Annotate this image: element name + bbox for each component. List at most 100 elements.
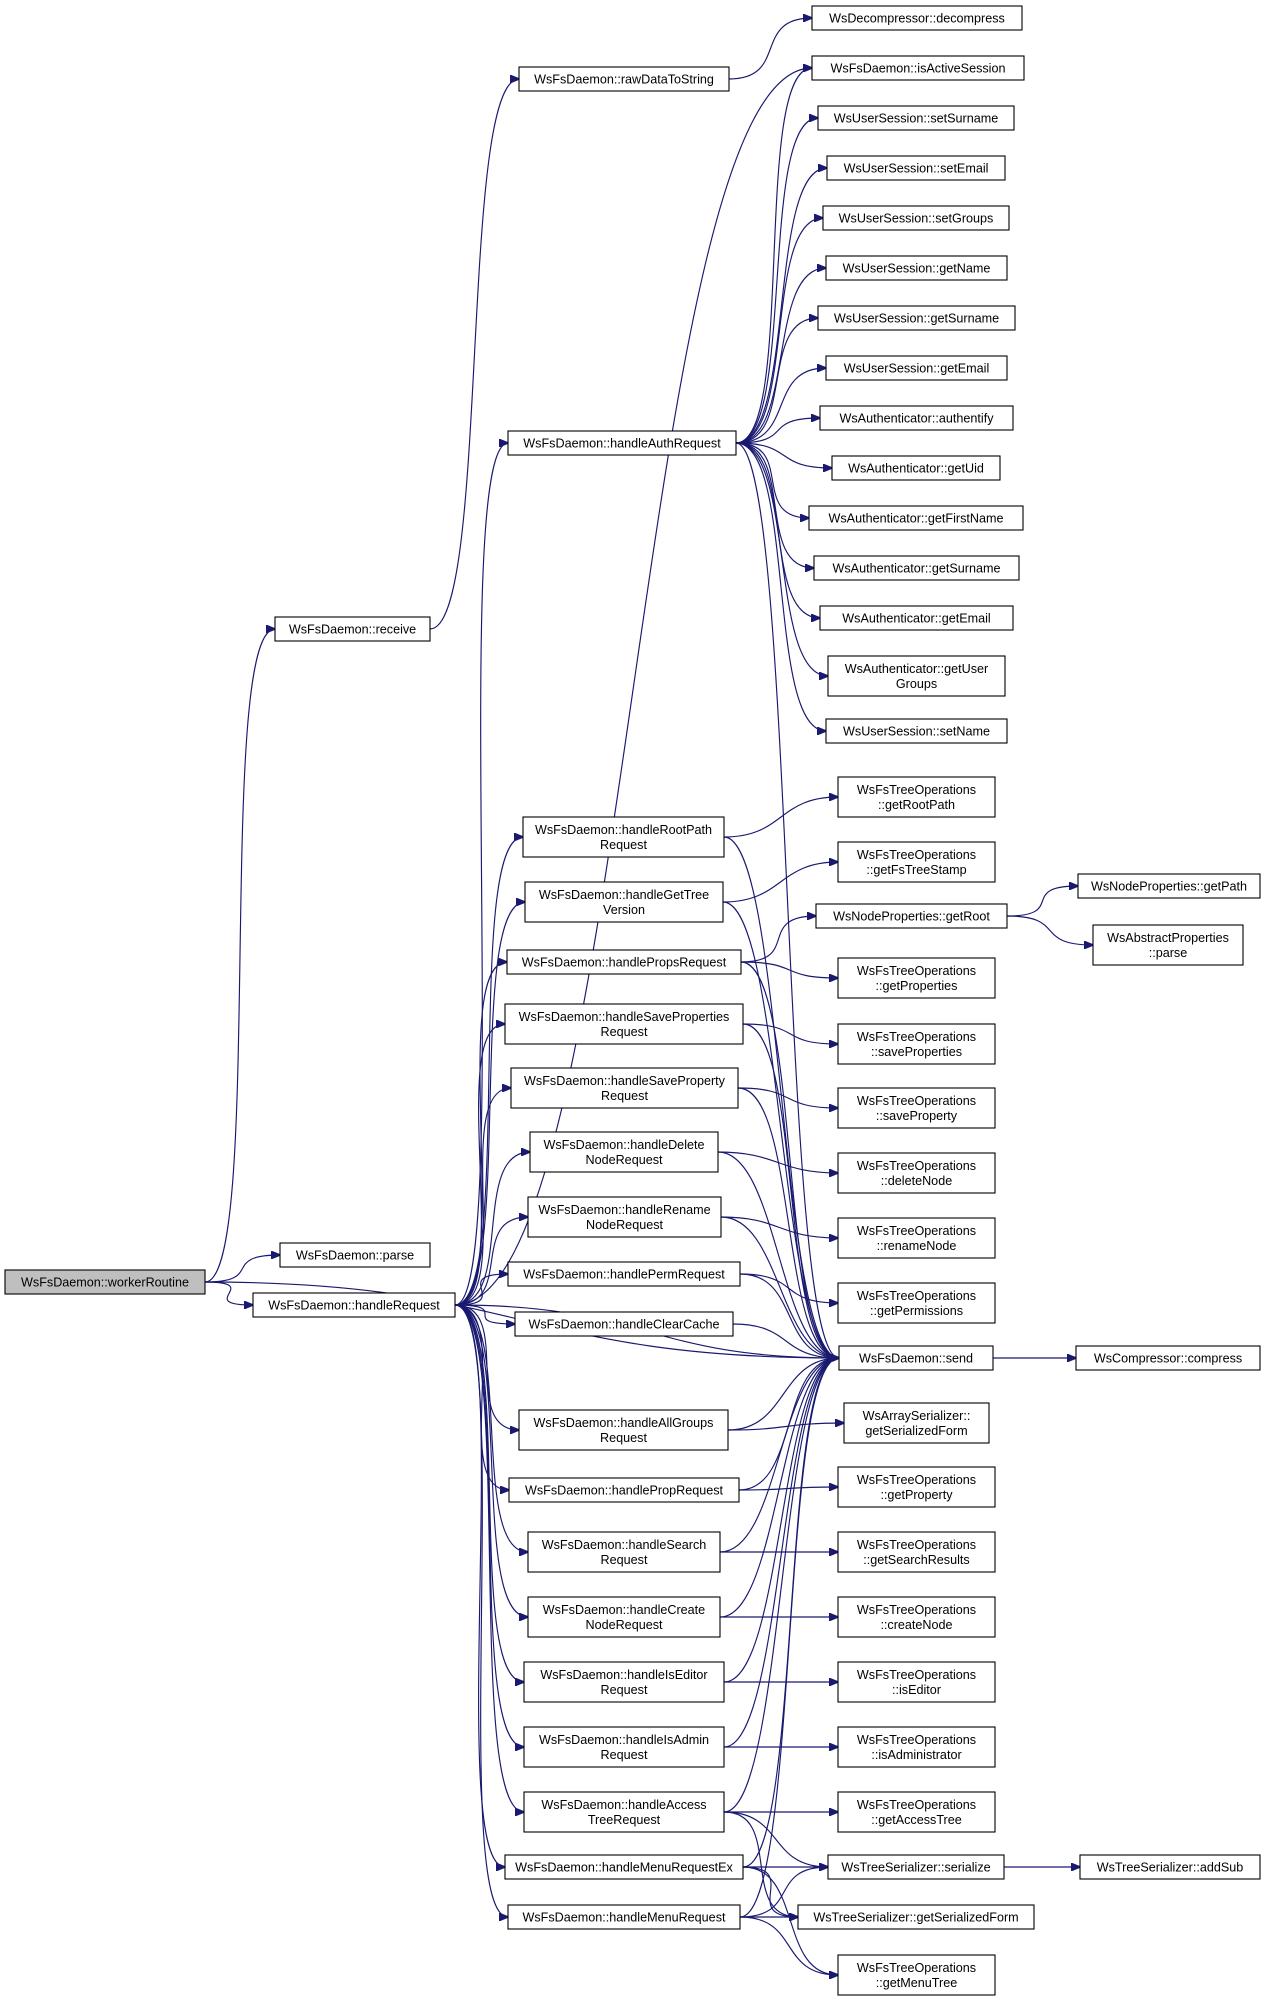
node-ts-serialize[interactable]: WsTreeSerializer::serialize bbox=[827, 1854, 1005, 1880]
node-to-is-administrator[interactable]: WsFsTreeOperations::isAdministrator bbox=[837, 1726, 996, 1768]
node-label: NodeRequest bbox=[586, 1218, 664, 1232]
node-label: WsUserSession::setEmail bbox=[844, 162, 989, 176]
node-np-get-root[interactable]: WsNodeProperties::getRoot bbox=[815, 903, 1008, 929]
edge-handle-is-admin-request-to-send bbox=[723, 1358, 839, 1748]
node-label: WsFsDaemon::workerRoutine bbox=[21, 1276, 189, 1290]
node-us-get-surname[interactable]: WsUserSession::getSurname bbox=[817, 305, 1016, 331]
node-us-set-email[interactable]: WsUserSession::setEmail bbox=[826, 155, 1006, 181]
node-label: WsFsTreeOperations bbox=[857, 1094, 976, 1108]
node-ap-parse[interactable]: WsAbstractProperties::parse bbox=[1092, 924, 1244, 966]
node-to-get-root-path[interactable]: WsFsTreeOperations::getRootPath bbox=[837, 776, 996, 818]
node-box bbox=[508, 1477, 740, 1503]
node-to-get-properties[interactable]: WsFsTreeOperations::getProperties bbox=[837, 957, 996, 999]
node-label: ::deleteNode bbox=[881, 1174, 952, 1188]
node-label: WsFsDaemon::handleClearCache bbox=[528, 1318, 719, 1332]
node-handle-prop-request[interactable]: WsFsDaemon::handlePropRequest bbox=[508, 1477, 740, 1503]
node-compress[interactable]: WsCompressor::compress bbox=[1075, 1345, 1261, 1371]
node-raw-data-to-string[interactable]: WsFsDaemon::rawDataToString bbox=[518, 66, 730, 92]
node-to-get-permissions[interactable]: WsFsTreeOperations::getPermissions bbox=[837, 1282, 996, 1324]
node-au-get-email[interactable]: WsAuthenticator::getEmail bbox=[819, 605, 1014, 631]
node-parse[interactable]: WsFsDaemon::parse bbox=[279, 1242, 431, 1268]
node-as-get-serialized-form[interactable]: WsArraySerializer::getSerializedForm bbox=[843, 1402, 990, 1444]
node-label: WsFsDaemon::handleIsAdmin bbox=[539, 1733, 709, 1747]
node-ts-add-sub[interactable]: WsTreeSerializer::addSub bbox=[1079, 1854, 1261, 1880]
node-us-set-groups[interactable]: WsUserSession::setGroups bbox=[822, 205, 1010, 231]
node-handle-clear-cache[interactable]: WsFsDaemon::handleClearCache bbox=[514, 1311, 734, 1337]
node-label: WsFsTreeOperations bbox=[857, 1668, 976, 1682]
edge-handle-save-property-request-to-send bbox=[737, 1087, 839, 1358]
node-handle-menu-request[interactable]: WsFsDaemon::handleMenuRequest bbox=[507, 1904, 741, 1930]
node-to-rename-node[interactable]: WsFsTreeOperations::renameNode bbox=[837, 1217, 996, 1259]
node-box bbox=[837, 1087, 996, 1129]
node-label: WsFsDaemon::handleAllGroups bbox=[534, 1416, 714, 1430]
node-box bbox=[837, 1661, 996, 1703]
edge-worker-routine-to-receive bbox=[204, 629, 275, 1283]
node-handle-request[interactable]: WsFsDaemon::handleRequest bbox=[252, 1292, 456, 1318]
node-handle-menu-request-ex[interactable]: WsFsDaemon::handleMenuRequestEx bbox=[504, 1854, 744, 1880]
node-box bbox=[510, 1067, 739, 1109]
node-np-get-path[interactable]: WsNodeProperties::getPath bbox=[1077, 873, 1261, 899]
node-to-get-fs-tree-stamp[interactable]: WsFsTreeOperations::getFsTreeStamp bbox=[837, 841, 996, 883]
node-label: WsFsDaemon::handleIsEditor bbox=[540, 1668, 707, 1682]
edge-handle-request-to-handle-save-properties-request bbox=[454, 1024, 505, 1306]
node-label: WsFsTreeOperations bbox=[857, 1030, 976, 1044]
node-decompress[interactable]: WsDecompressor::decompress bbox=[811, 5, 1023, 31]
node-to-is-editor[interactable]: WsFsTreeOperations::isEditor bbox=[837, 1661, 996, 1703]
node-worker-routine[interactable]: WsFsDaemon::workerRoutine bbox=[4, 1269, 206, 1295]
node-au-get-uid[interactable]: WsAuthenticator::getUid bbox=[831, 455, 1001, 481]
node-handle-perm-request[interactable]: WsFsDaemon::handlePermRequest bbox=[507, 1261, 741, 1287]
node-to-get-search-results[interactable]: WsFsTreeOperations::getSearchResults bbox=[837, 1531, 996, 1573]
edge-handle-menu-request-to-to-get-menu-tree bbox=[739, 1916, 838, 1975]
node-to-delete-node[interactable]: WsFsTreeOperations::deleteNode bbox=[837, 1152, 996, 1194]
node-box bbox=[817, 105, 1015, 131]
node-box bbox=[279, 1242, 431, 1268]
edge-handle-request-to-handle-clear-cache bbox=[454, 1304, 515, 1324]
node-box bbox=[813, 555, 1020, 581]
node-label: WsFsDaemon::parse bbox=[296, 1249, 414, 1263]
node-us-get-email[interactable]: WsUserSession::getEmail bbox=[825, 355, 1008, 381]
node-handle-auth-request[interactable]: WsFsDaemon::handleAuthRequest bbox=[507, 430, 737, 456]
node-box bbox=[811, 5, 1023, 31]
node-us-get-name[interactable]: WsUserSession::getName bbox=[825, 255, 1008, 281]
node-handle-props-request[interactable]: WsFsDaemon::handlePropsRequest bbox=[506, 949, 742, 975]
node-us-set-name[interactable]: WsUserSession::setName bbox=[825, 718, 1008, 744]
node-send[interactable]: WsFsDaemon::send bbox=[838, 1345, 994, 1371]
node-is-active-session[interactable]: WsFsDaemon::isActiveSession bbox=[811, 55, 1025, 81]
node-au-get-surname[interactable]: WsAuthenticator::getSurname bbox=[813, 555, 1020, 581]
node-label: ::saveProperties bbox=[871, 1045, 962, 1059]
node-us-set-surname[interactable]: WsUserSession::setSurname bbox=[817, 105, 1015, 131]
node-box bbox=[527, 1196, 722, 1238]
node-to-save-properties[interactable]: WsFsTreeOperations::saveProperties bbox=[837, 1023, 996, 1065]
node-au-get-first-name[interactable]: WsAuthenticator::getFirstName bbox=[808, 505, 1024, 531]
node-to-save-property[interactable]: WsFsTreeOperations::saveProperty bbox=[837, 1087, 996, 1129]
node-au-authentify[interactable]: WsAuthenticator::authentify bbox=[819, 405, 1014, 431]
edge-handle-request-to-is-active-session bbox=[454, 68, 812, 1306]
node-label: Request bbox=[601, 1553, 648, 1567]
node-to-get-property[interactable]: WsFsTreeOperations::getProperty bbox=[837, 1466, 996, 1508]
node-label: WsUserSession::setGroups bbox=[839, 212, 994, 226]
node-receive[interactable]: WsFsDaemon::receive bbox=[274, 616, 431, 642]
node-label: WsAuthenticator::getSurname bbox=[833, 562, 1001, 576]
node-to-get-menu-tree[interactable]: WsFsTreeOperations::getMenuTree bbox=[837, 1954, 996, 1996]
node-ts-get-serialized-form[interactable]: WsTreeSerializer::getSerializedForm bbox=[797, 1904, 1035, 1930]
node-to-get-access-tree[interactable]: WsFsTreeOperations::getAccessTree bbox=[837, 1791, 996, 1833]
node-label: WsAuthenticator::getUid bbox=[848, 462, 984, 476]
node-box bbox=[811, 55, 1025, 81]
node-box bbox=[808, 505, 1024, 531]
edge-handle-access-tree-request-to-ts-serialize bbox=[723, 1811, 828, 1867]
node-to-create-node[interactable]: WsFsTreeOperations::createNode bbox=[837, 1596, 996, 1638]
